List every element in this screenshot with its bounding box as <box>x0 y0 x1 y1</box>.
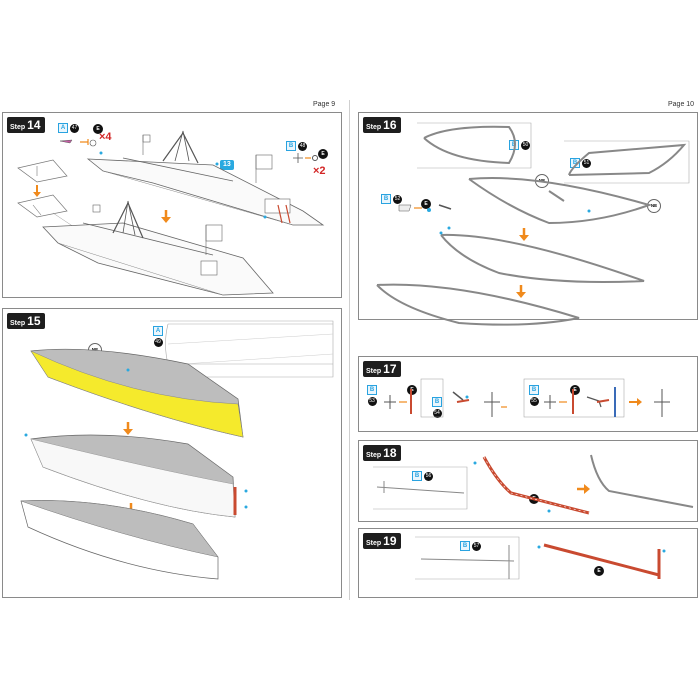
callout-b-56: B 56 <box>412 471 433 481</box>
bracket-assembly-1 <box>384 378 507 418</box>
step-15-panel: Step 15 A 49 NE <box>2 308 342 598</box>
part-joiner <box>398 204 452 212</box>
step-16-arrow-2 <box>516 285 526 298</box>
inset-beam <box>415 536 520 580</box>
step-15-illustration <box>20 320 334 580</box>
step-18-illustration <box>373 454 694 515</box>
callout-b-55: B 55 <box>529 385 539 406</box>
page-divider <box>349 100 350 600</box>
detail-ship-bottom <box>17 194 68 218</box>
callout-b-52: B 52 <box>381 194 402 204</box>
step-15-badge: Step 15 <box>7 313 45 329</box>
hull-highlighted <box>30 348 244 438</box>
step-18-badge: Step 18 <box>363 445 401 461</box>
frame-assembling <box>447 177 653 230</box>
step-14-arrow <box>161 210 171 223</box>
ref-tag-13: 13 <box>220 160 234 170</box>
bracket-assembly-2 <box>523 378 670 418</box>
inset-frame-2 <box>564 140 690 184</box>
callout-b-51: B 51 <box>570 158 591 168</box>
step-19-illustration <box>415 536 666 580</box>
rail-red-part <box>473 456 590 515</box>
step-14-illustration <box>17 130 325 296</box>
step-17-illustration <box>384 378 670 418</box>
detail-arrow-down <box>33 185 41 197</box>
hull-final <box>20 500 219 580</box>
callout-b-53: B 53 <box>367 385 377 406</box>
step-14-panel: Step 14 A 47 E ×4 B 48 E ×2 13 <box>2 112 342 298</box>
callout-a-49: A 49 <box>153 326 163 347</box>
frame-joined <box>439 231 645 283</box>
step-19-panel: Step 19 B 57 E <box>358 528 698 598</box>
step-17-panel: Step 17 B 53 B 54 B 55 E E <box>358 356 698 432</box>
ship-after <box>42 200 274 296</box>
callout-b-48: B 48 <box>286 141 307 151</box>
callout-b-57: B 57 <box>460 541 481 551</box>
inset-frame-1 <box>417 122 532 169</box>
inset-part-outline <box>150 320 334 378</box>
rail-assembled <box>590 454 694 508</box>
step-17-circle-e-2: E <box>570 385 580 395</box>
callout-b-54: B 54 <box>432 397 442 418</box>
step-19-badge: Step 19 <box>363 533 401 549</box>
part-pink-bracket <box>59 139 73 144</box>
step-16-illustration <box>376 122 690 326</box>
part-connector <box>80 139 97 147</box>
step-16-arrow-1 <box>519 228 529 241</box>
callout-a-47: A 47 <box>58 123 79 133</box>
frame-final <box>376 283 580 326</box>
page-number-right: Page 10 <box>668 101 695 108</box>
step-16-panel: Step 16 B 50 B 51 B 52 E NE NE <box>358 112 698 326</box>
hull-assembled <box>24 433 248 518</box>
step-18-panel: Step 18 B 56 E <box>358 440 698 522</box>
part-small-pin <box>293 153 318 163</box>
multiplier-x4: ×4 <box>99 131 112 143</box>
step-16-badge: Step 16 <box>363 117 401 133</box>
step-18-arrow <box>577 484 590 494</box>
step-17-badge: Step 17 <box>363 361 401 377</box>
step-14-circle-e-2: E <box>318 149 328 159</box>
step-14-circle-e-1: E <box>93 124 103 134</box>
page-number-left: Page 9 <box>313 101 336 108</box>
beam-red-part <box>537 543 666 579</box>
step-14-badge: Step 14 <box>7 117 45 133</box>
inset-rail <box>373 466 468 510</box>
step-16-circle-e: E <box>421 199 431 209</box>
step-15-arrow-1 <box>123 422 133 435</box>
step-19-circle-e: E <box>594 566 604 576</box>
multiplier-x2: ×2 <box>313 165 326 177</box>
detail-ship-top <box>17 159 68 183</box>
ship-before <box>86 130 325 226</box>
